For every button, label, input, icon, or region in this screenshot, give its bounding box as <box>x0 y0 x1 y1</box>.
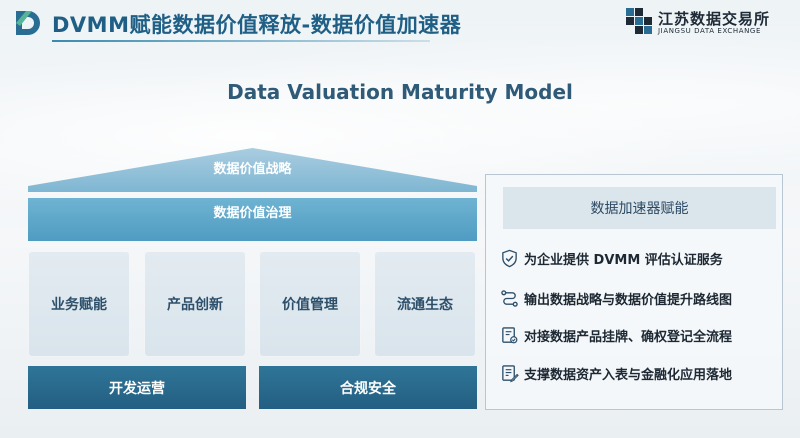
shield-check-icon <box>502 249 517 268</box>
dvmm-logo-icon <box>16 11 40 35</box>
feature-text: 支撑数据资产入表与金融化应用落地 <box>524 368 733 383</box>
strategy-roof <box>28 148 477 192</box>
header: DVMM赋能数据价值释放-数据价值加速器 江苏数据交易所 JIANGSU DAT… <box>0 0 800 46</box>
pillar-product-innovation: 产品创新 <box>144 251 246 357</box>
route-icon <box>501 290 518 307</box>
pillar-circulation-ecosystem: 流通生态 <box>374 251 476 357</box>
feature-text: 对接数据产品挂牌、确权登记全流程 <box>524 330 733 345</box>
document-stamp-icon <box>502 327 518 344</box>
foundation-dev-ops: 开发运营 <box>28 366 246 409</box>
brand-subtitle: JIANGSU DATA EXCHANGE <box>658 27 761 35</box>
model-title: Data Valuation Maturity Model <box>227 80 573 104</box>
feature-item: 支撑数据资产入表与金融化应用落地 <box>500 362 780 384</box>
title-underline <box>52 40 430 42</box>
foundation-compliance-security: 合规安全 <box>259 366 477 409</box>
governance-bar: 数据价值治理 <box>28 198 477 241</box>
feature-item: 输出数据战略与数据价值提升路线图 <box>500 287 780 309</box>
exchange-logo-icon <box>626 8 652 34</box>
page-title: DVMM赋能数据价值释放-数据价值加速器 <box>52 13 462 37</box>
strategy-label: 数据价值战略 <box>213 162 292 177</box>
feature-text: 输出数据战略与数据价值提升路线图 <box>524 293 733 308</box>
panel-heading: 数据加速器赋能 <box>503 187 776 229</box>
pillar-business-enablement: 业务赋能 <box>28 251 130 357</box>
brand-name: 江苏数据交易所 <box>658 10 771 28</box>
pillar-value-management: 价值管理 <box>259 251 361 357</box>
feature-text: 为企业提供 DVMM 评估认证服务 <box>524 253 723 268</box>
document-edit-icon <box>502 365 519 383</box>
brand-logo: 江苏数据交易所 JIANGSU DATA EXCHANGE <box>624 6 774 40</box>
feature-item: 为企业提供 DVMM 评估认证服务 <box>500 247 780 269</box>
feature-item: 对接数据产品挂牌、确权登记全流程 <box>500 324 780 346</box>
